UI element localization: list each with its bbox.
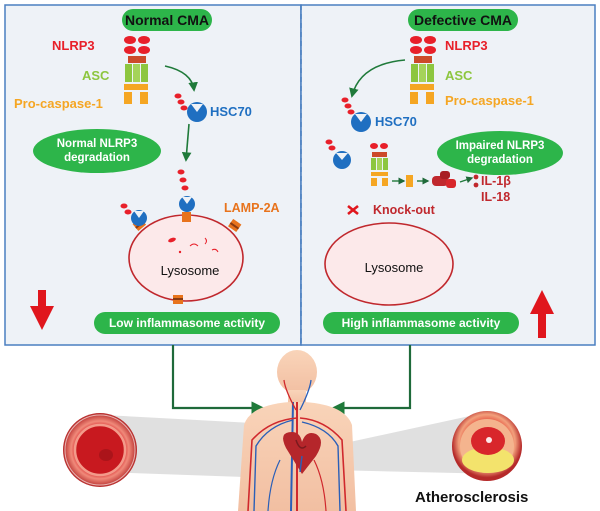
- nlrp3-inflammasome-icon: [124, 36, 150, 104]
- left-lysosome-label: Lysosome: [161, 263, 220, 278]
- low-activity-label: Low inflammasome activity: [109, 316, 265, 330]
- right-substrate-chain: [341, 97, 355, 115]
- impaired-degradation-line2: degradation: [467, 154, 533, 166]
- right-asc-label: ASC: [445, 68, 473, 83]
- lysosome-debris: [168, 237, 219, 254]
- defective-cma-title: Defective CMA: [414, 12, 512, 28]
- caspase-icon: [406, 175, 413, 187]
- high-activity-label: High inflammasome activity: [342, 316, 501, 330]
- lamp2a-label: LAMP-2A: [224, 201, 280, 215]
- body-icon: [238, 350, 356, 511]
- left-zoom-cone: [104, 415, 272, 478]
- high-activity-pill: [323, 312, 519, 334]
- left-procaspase-label: Pro-caspase-1: [14, 96, 103, 111]
- normal-cma-title: Normal CMA: [125, 12, 209, 28]
- cytokine-cluster-icon: [432, 171, 456, 188]
- left-arrow-to-lysosome: [181, 123, 192, 162]
- il18-label: IL-18: [481, 190, 510, 204]
- right-lysosome-icon: [324, 222, 454, 306]
- diseased-artery-icon: [452, 411, 522, 481]
- up-arrow-icon: [530, 290, 554, 338]
- right-small-complex-icon: [370, 143, 388, 186]
- normal-degradation-pill: [33, 129, 161, 173]
- atherosclerosis-label: Atherosclerosis: [415, 489, 528, 506]
- left-substrate-chain: [174, 93, 188, 111]
- normal-degradation-line1: Normal NLRP3: [57, 138, 138, 150]
- left-nlrp3-label: NLRP3: [52, 38, 95, 53]
- hsc70-icon: [187, 102, 207, 122]
- right-hsc70-icon: [351, 112, 371, 132]
- right-procaspase-label: Pro-caspase-1: [445, 93, 534, 108]
- down-arrow-icon: [30, 290, 54, 330]
- il1b-label: IL-1β: [481, 174, 511, 188]
- impaired-degradation-pill: [437, 131, 563, 175]
- defective-cma-title-pill: [408, 9, 518, 31]
- left-connector-arrow: [171, 345, 265, 415]
- cytokine-release-arrow: [459, 176, 474, 184]
- knockout-label: Knock-out: [373, 203, 436, 217]
- docked-hsc70-icon: [131, 196, 195, 226]
- knockout-cross-icon: [347, 204, 359, 216]
- left-hsc70-label: HSC70: [210, 104, 252, 119]
- free-hsc70-icon: [325, 139, 351, 169]
- normal-degradation-line2: degradation: [64, 152, 130, 164]
- right-hsc70-label: HSC70: [375, 114, 417, 129]
- left-asc-label: ASC: [82, 68, 110, 83]
- right-connector-arrow: [331, 345, 412, 415]
- low-activity-pill: [94, 312, 280, 334]
- left-arrow-to-hsc70: [164, 65, 198, 92]
- healthy-artery-icon: [63, 413, 137, 487]
- il1b-dots-icon: [473, 174, 479, 188]
- impaired-degradation-line1: Impaired NLRP3: [456, 140, 545, 152]
- right-lysosome-label: Lysosome: [365, 260, 424, 275]
- heart-icon: [283, 432, 321, 474]
- right-nlrp3-inflammasome-icon: [410, 36, 436, 104]
- right-nlrp3-label: NLRP3: [445, 38, 488, 53]
- left-lysosome-icon: [128, 214, 244, 302]
- normal-cma-title-pill: [122, 9, 212, 31]
- right-arrow-to-hsc70: [349, 59, 406, 98]
- left-entering-chain: [120, 169, 189, 215]
